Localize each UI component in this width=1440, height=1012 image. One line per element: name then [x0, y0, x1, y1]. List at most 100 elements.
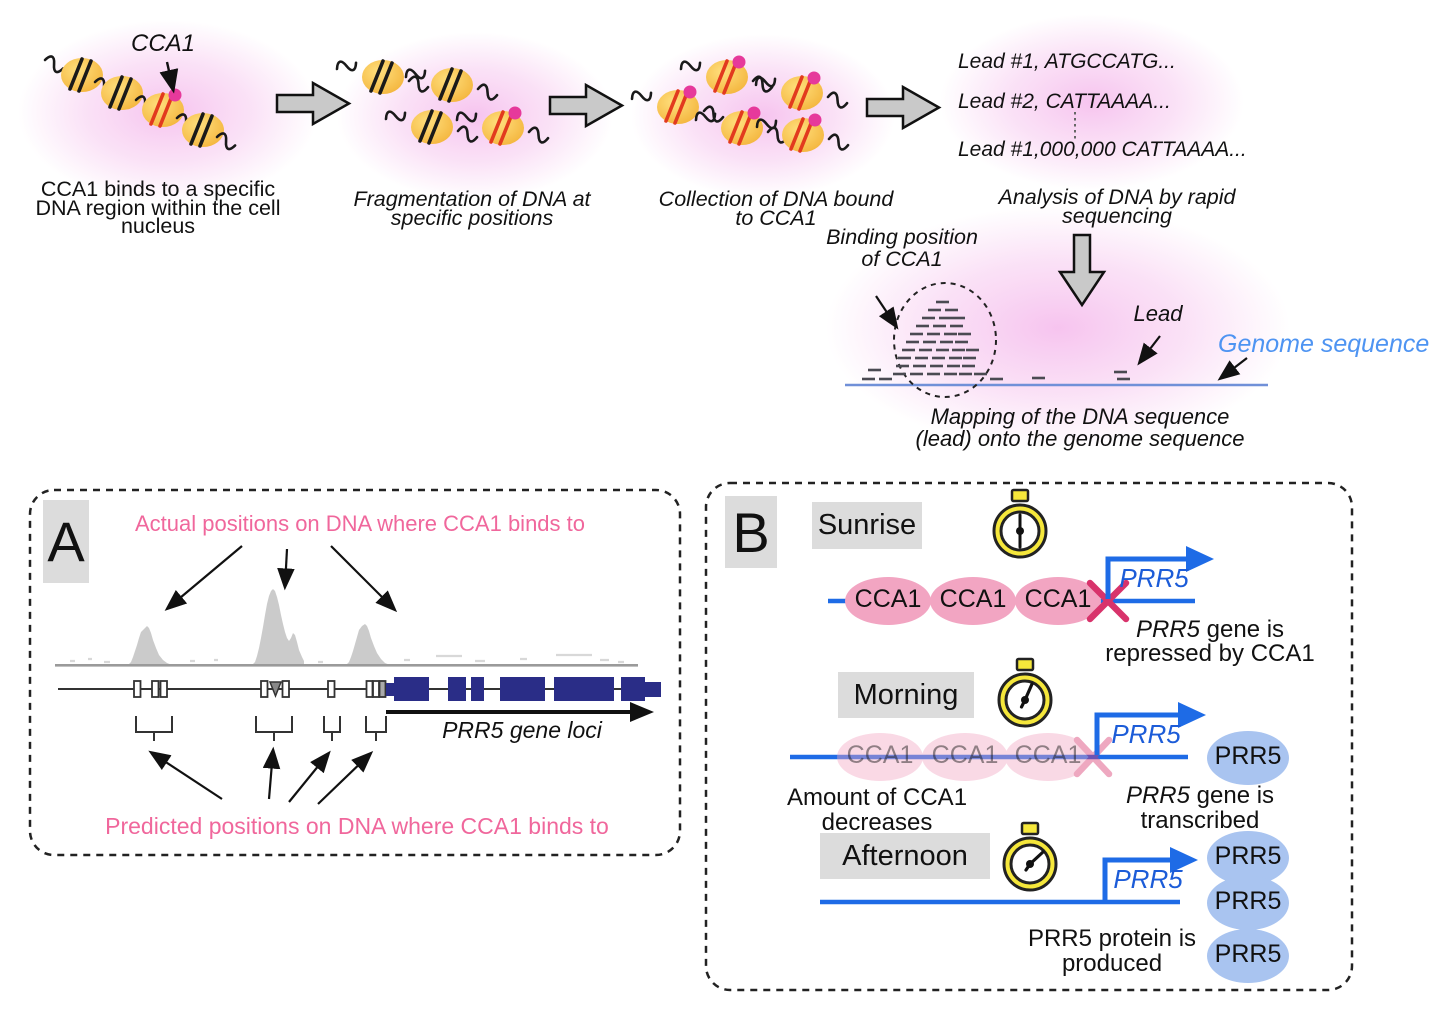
- prr5-protein-label: PRR5: [1214, 842, 1282, 870]
- predicted-positions-title: Predicted positions on DNA where CCA1 bi…: [105, 813, 609, 839]
- background-noise: [70, 653, 624, 664]
- down-arrow-icon: [1057, 233, 1107, 308]
- nucleosome-icon: [59, 56, 105, 94]
- nucleus-blob: [940, 14, 1244, 190]
- nucleosome-icon: [360, 58, 406, 96]
- binding-position-label: Binding position: [826, 225, 978, 249]
- cca1-oval-label: CCA1: [854, 585, 922, 613]
- prr5-protein-oval: [1207, 929, 1289, 983]
- step3-caption-line: Collection of DNA bound: [658, 187, 894, 211]
- nucleosome-icon: [180, 111, 226, 149]
- cca1-oval-label: CCA1: [931, 741, 999, 769]
- gene-arrow-head: [630, 702, 654, 722]
- sunrise-time-label: Sunrise: [817, 509, 917, 541]
- gene-name: PRR5: [1125, 782, 1190, 809]
- morning-result-line: PRR5 gene is: [1125, 782, 1275, 809]
- morning-time-label: Morning: [853, 678, 959, 711]
- motif-triangle: [268, 681, 283, 699]
- predicted-position-arrows: [148, 746, 374, 805]
- transcription-arrow-head: [1178, 702, 1206, 728]
- morning-note-line: decreases: [821, 809, 933, 836]
- nucleus-blob: [826, 206, 1290, 450]
- binding-position-arrow: [875, 295, 899, 330]
- afternoon-time-box: Afternoon: [820, 833, 990, 879]
- cca1-oval-label: CCA1: [1014, 741, 1082, 769]
- cca1-oval: [1005, 733, 1091, 781]
- read-line: Lead #1,000,000 CATTAAAA...: [958, 138, 1247, 161]
- sunrise-result-line: PRR5 gene is: [1135, 616, 1285, 643]
- nucleus-blob: [631, 34, 895, 198]
- sunrise-result-line: repressed by CCA1: [1105, 640, 1315, 667]
- peaks-baseline: [55, 664, 638, 667]
- panel-b-label: B: [725, 496, 777, 568]
- gene-name: PRR5: [1135, 616, 1200, 643]
- actual-position-arrows: [164, 545, 398, 613]
- flow-arrow-icon: [275, 80, 352, 127]
- chip-peaks: [55, 589, 638, 667]
- cca1-pointer-arrow: [159, 61, 179, 94]
- afternoon-clock-icon: [1002, 821, 1058, 892]
- morning-result-line: transcribed: [1140, 807, 1260, 834]
- step2-caption-line: specific positions: [390, 206, 554, 230]
- result-text: gene is: [1189, 782, 1275, 809]
- binding-position-label: of CCA1: [861, 247, 943, 271]
- lead-label: Lead: [1133, 301, 1183, 326]
- panel-b-border: [704, 481, 1354, 992]
- prr5-protein-label: PRR5: [1214, 940, 1282, 968]
- panel-a-label: A: [43, 500, 89, 583]
- read-line: Lead #2, CATTAAAA...: [958, 90, 1171, 113]
- chromatin-chain: [41, 53, 239, 153]
- prr5-protein-label: PRR5: [1214, 887, 1282, 915]
- flow-arrow-icon: [548, 82, 625, 129]
- transcription-arrow: [1105, 556, 1186, 599]
- mapping-graphic: [845, 282, 1268, 398]
- morning-note-line: Amount of CCA1: [786, 784, 968, 811]
- gene-model: [58, 677, 661, 805]
- afternoon-note-line: PRR5 protein is: [1027, 925, 1197, 952]
- nucleosome-icon: [409, 108, 455, 146]
- transcription-arrow: [1102, 857, 1170, 900]
- prr5-protein-label: PRR5: [1214, 742, 1282, 770]
- morning-time-box: Morning: [838, 672, 974, 718]
- genome-arrow: [1217, 357, 1248, 381]
- nucleosome-icon: [99, 74, 145, 112]
- mapping-caption-line: Mapping of the DNA sequence: [930, 404, 1230, 429]
- cca1-oval-label: CCA1: [1024, 585, 1092, 613]
- binding-site-brackets: [135, 716, 387, 741]
- step4-caption-line: sequencing: [1062, 204, 1172, 228]
- afternoon-row: [820, 831, 1289, 983]
- transcription-arrow-head: [1170, 847, 1198, 873]
- gene-loci-label: PRR5 gene loci: [442, 717, 602, 743]
- binding-region-ellipse: [893, 282, 997, 398]
- predicted-motif-boxes: [133, 680, 387, 698]
- actual-positions-title: Actual positions on DNA where CCA1 binds…: [134, 511, 586, 536]
- result-text: gene is: [1199, 616, 1285, 643]
- prr5-exons: [386, 677, 661, 701]
- prr5-protein-oval: [1207, 731, 1289, 785]
- afternoon-time-label: Afternoon: [842, 839, 968, 872]
- morning-clock-icon: [997, 657, 1053, 728]
- faded-cca1-group: [837, 733, 1113, 781]
- panel-a-letter: A: [47, 510, 85, 573]
- cca1-oval-label: CCA1: [846, 741, 914, 769]
- genome-sequence-label: Genome sequence: [1218, 330, 1430, 358]
- lead-arrow: [1137, 335, 1161, 366]
- transcription-arrow: [1094, 712, 1178, 755]
- afternoon-note-line: produced: [1061, 950, 1163, 977]
- sunrise-clock-icon: [992, 488, 1048, 559]
- x-mark-icon: [1086, 579, 1130, 623]
- step2-caption-line: Fragmentation of DNA at: [353, 187, 591, 211]
- panel-b-letter: B: [732, 500, 770, 564]
- cca1-oval-label: CCA1: [939, 585, 1007, 613]
- nucleosome-icon: [429, 66, 475, 104]
- prr5-gene-label: PRR5: [1113, 864, 1183, 894]
- step1-caption-line: CCA1 binds to a specific: [40, 177, 276, 201]
- cca1-oval: [845, 577, 931, 625]
- sunrise-time-box: Sunrise: [812, 502, 922, 549]
- cca1-oval: [922, 733, 1008, 781]
- mapping-caption-line: (lead) onto the genome sequence: [915, 426, 1245, 451]
- step4-caption-line: Analysis of DNA by rapid: [998, 185, 1236, 209]
- transcription-arrow-head: [1186, 546, 1214, 572]
- cca1-oval: [1015, 577, 1101, 625]
- x-mark-icon: [1073, 736, 1113, 778]
